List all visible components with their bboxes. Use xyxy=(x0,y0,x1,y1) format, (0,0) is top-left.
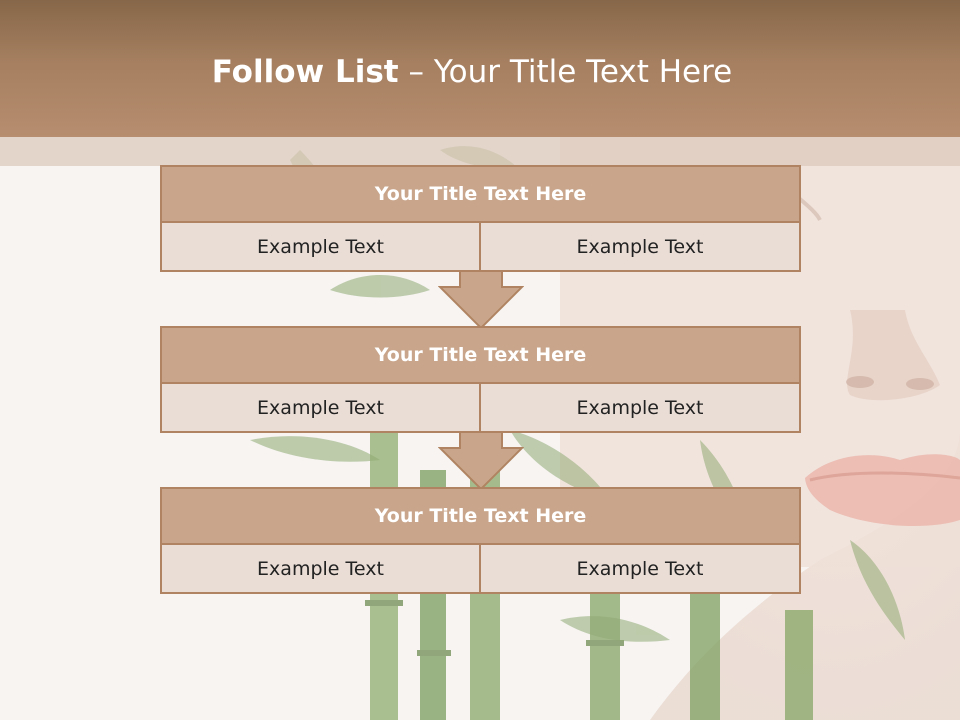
header-bar xyxy=(0,0,960,137)
block-left-text: Example Text xyxy=(162,384,481,431)
block-right-text: Example Text xyxy=(481,384,799,431)
slide-title: Follow List – Your Title Text Here xyxy=(0,54,944,90)
down-arrow-icon xyxy=(438,270,524,330)
title-bold-part: Follow List xyxy=(211,54,399,90)
title-rest-part: – Your Title Text Here xyxy=(398,54,733,90)
block-title: Your Title Text Here xyxy=(162,328,799,384)
block-left-text: Example Text xyxy=(162,223,481,270)
list-block-3: Your Title Text Here Example Text Exampl… xyxy=(160,487,801,594)
block-right-text: Example Text xyxy=(481,545,799,592)
block-left-text: Example Text xyxy=(162,545,481,592)
down-arrow-icon xyxy=(438,431,524,491)
list-block-2: Your Title Text Here Example Text Exampl… xyxy=(160,326,801,433)
block-title: Your Title Text Here xyxy=(162,167,799,223)
header-band xyxy=(0,137,960,166)
block-right-text: Example Text xyxy=(481,223,799,270)
block-title: Your Title Text Here xyxy=(162,489,799,545)
list-block-1: Your Title Text Here Example Text Exampl… xyxy=(160,165,801,272)
